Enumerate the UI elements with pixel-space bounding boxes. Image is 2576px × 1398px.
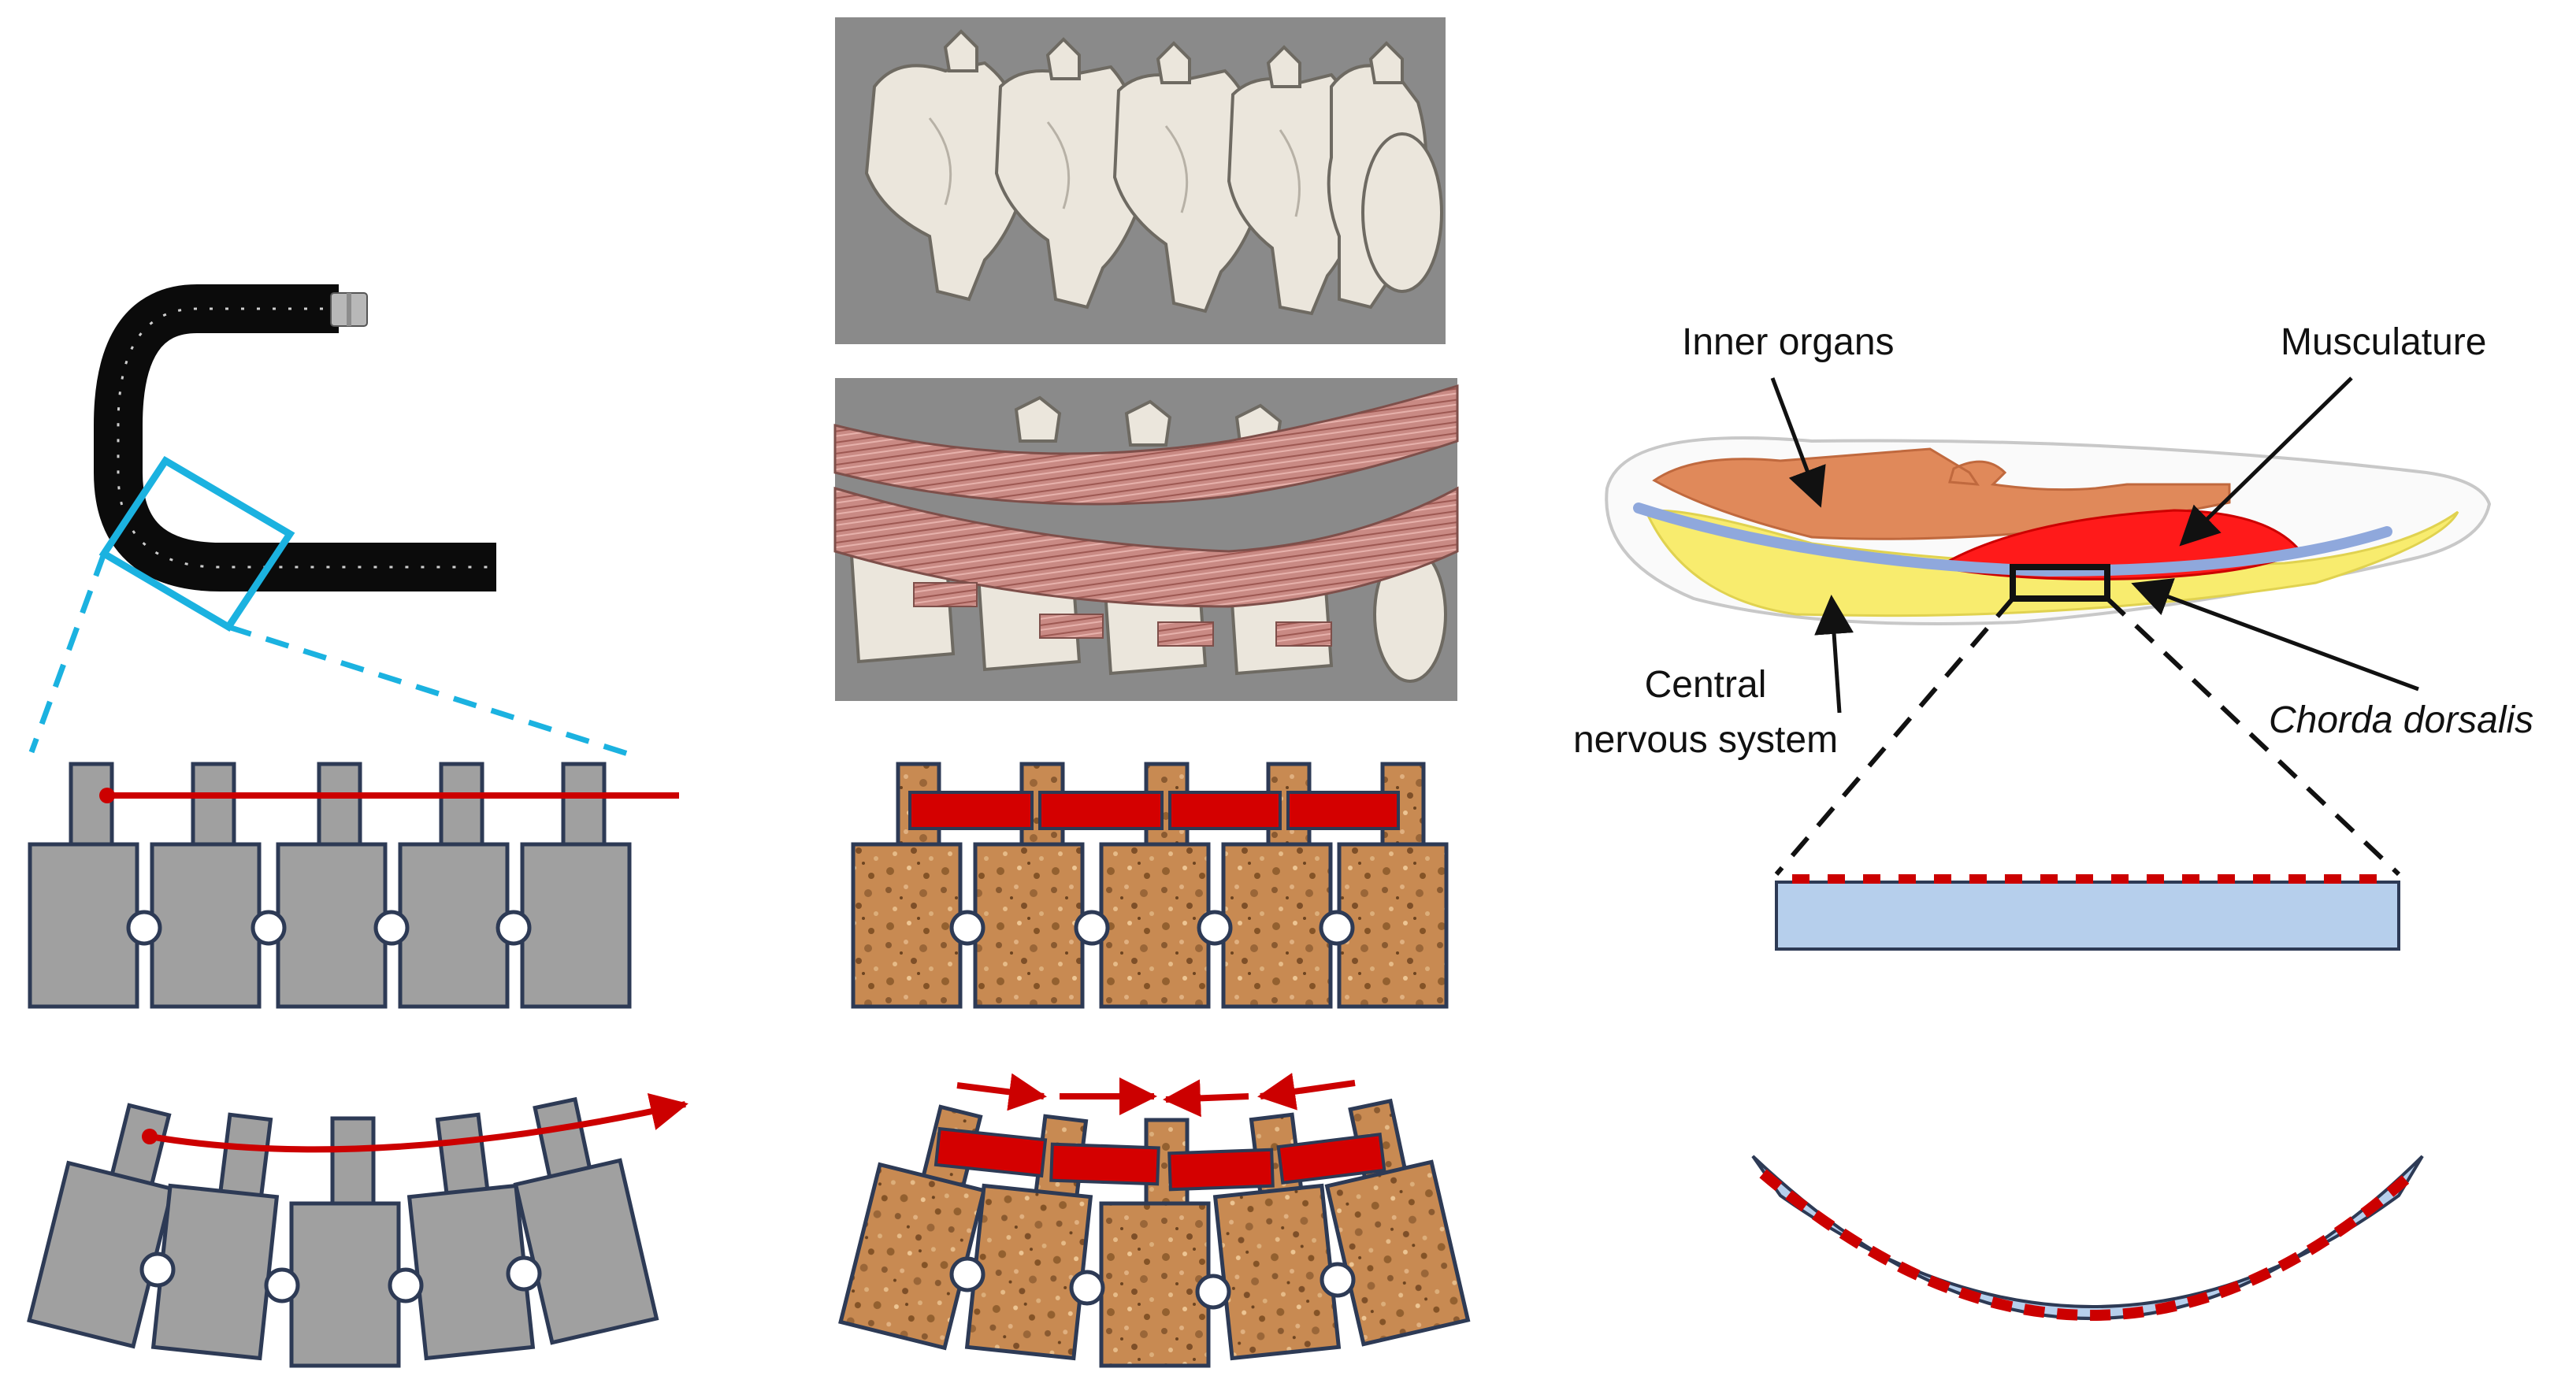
ct-spine-muscles-image [833,378,1459,701]
label-cns-line2: nervous system [1573,719,1838,761]
bent-strip [1751,1155,2424,1321]
fish-body-cross-section [1605,436,2492,625]
fish-zoom-lines [1774,596,2401,877]
contraction-arrows [956,1073,1356,1118]
bent-vertebra-chain [27,1096,659,1368]
callout-lines [1770,376,2419,714]
straight-strip [1775,874,2400,951]
straight-cork-joints [949,910,1355,946]
label-inner-organs: Inner organs [1682,321,1895,363]
label-musculature: Musculature [2281,321,2486,363]
ct-spine-image [835,17,1446,344]
catheter-icon [94,284,496,591]
bent-muscle-blocks [934,1126,1386,1192]
label-cns-line1: Central [1645,664,1767,706]
straight-joints [126,910,532,946]
label-chorda-dorsalis: Chorda dorsalis [2269,699,2533,741]
straight-cork-chain [851,762,1449,1009]
bent-tendon [142,1093,689,1153]
zoom-box [28,455,632,758]
zoom-rect [2010,564,2110,602]
chorda-dorsalis [1633,502,2392,577]
straight-tendon [99,788,679,803]
bent-cork-joints [949,1256,1356,1310]
straight-vertebra-chain [28,762,632,1009]
straight-muscle-blocks [908,791,1400,830]
bent-joints [139,1252,542,1303]
